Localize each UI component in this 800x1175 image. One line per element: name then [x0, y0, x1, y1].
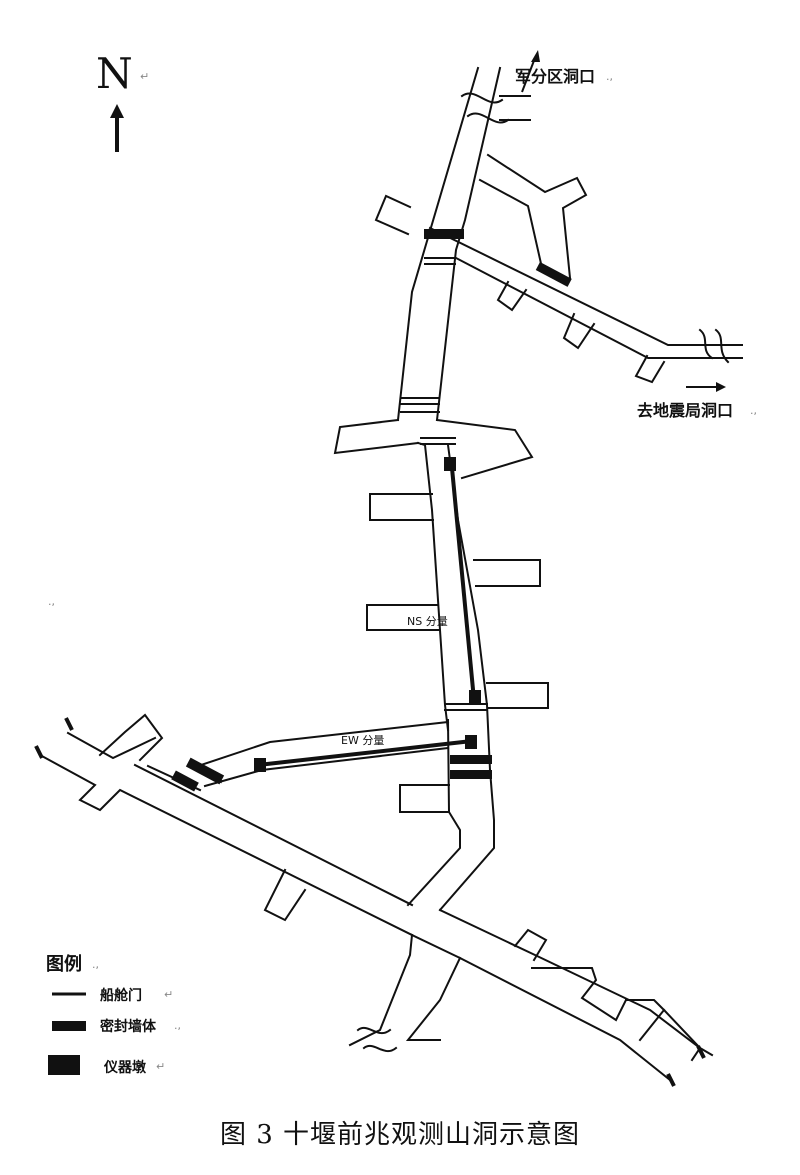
instrument-pier: [469, 690, 481, 704]
svg-text:.,: .,: [174, 1019, 181, 1032]
cross-left: [333, 418, 420, 455]
se-alcove-1: [513, 928, 548, 962]
instruments: [254, 457, 481, 772]
ew-tunnel-lower: [203, 746, 450, 788]
sealing-wall: [450, 770, 492, 779]
sealing-wall: [535, 262, 572, 287]
north-tunnel-right-wall: [435, 66, 502, 422]
svg-text:.,: .,: [48, 595, 55, 608]
ne-passage-upper: [428, 226, 743, 346]
sealing-walls: [171, 229, 572, 792]
se-alcove-3: [625, 999, 666, 1042]
sw-bottom-alcove: [263, 868, 307, 922]
ne-alcove-3: [634, 354, 666, 384]
ns-lower-right: [438, 768, 495, 912]
instrument-pier: [444, 457, 456, 471]
s-break-symbol: [356, 1027, 398, 1053]
ns-tunnel-left-wall: [416, 441, 450, 732]
sw-trunk-lower: [38, 753, 414, 937]
legend-pier-symbol: [48, 1055, 80, 1075]
sealing-wall: [171, 770, 199, 792]
svg-text:.,: .,: [750, 404, 757, 417]
svg-text:↵: ↵: [156, 1060, 165, 1073]
sw-trunk-upper: [66, 731, 414, 907]
north-arrow-head: [110, 104, 124, 118]
figure-caption: 图 3 十堰前兆观测山洞示意图: [219, 1120, 581, 1150]
ew-measure-line: [257, 739, 473, 767]
ns-west-alcove-1: [369, 493, 434, 521]
sealing-wall: [450, 755, 492, 764]
s-branch-right: [405, 956, 462, 1041]
legend-wall-symbol: [52, 1021, 86, 1031]
legend: 图例 ., 船舱门 ↵ 密封墙体 ., 仪器墩 ↵: [46, 953, 181, 1076]
ns-instrument-label: NS 分量: [407, 615, 448, 628]
cabin-door: [666, 1073, 676, 1087]
legend-item-pier: 仪器墩: [103, 1059, 147, 1076]
se-trunk-lower: [410, 933, 672, 1082]
north-tunnel-left-wall: [396, 66, 480, 422]
svg-text:↵: ↵: [164, 988, 173, 1001]
ns-measure-line: [450, 467, 476, 701]
instrument-pier: [254, 758, 266, 772]
sealing-wall: [185, 757, 225, 785]
instrument-pier: [465, 735, 477, 749]
sealing-wall: [424, 229, 464, 239]
cabin-door: [64, 717, 74, 731]
ne-break-symbol: [698, 328, 730, 364]
north-arrow: N ↵: [96, 49, 149, 152]
tunnel-network: [38, 66, 743, 1082]
ew-instrument-label: EW 分量: [341, 734, 384, 747]
svg-text:.,: .,: [92, 958, 99, 971]
north-label: N: [96, 49, 133, 98]
ne-passage-lower: [454, 256, 743, 359]
junfenqu-portal-label-group: 军分区洞口 .,: [515, 50, 613, 93]
ne-alcove-1: [496, 280, 528, 312]
ns-lower-left: [399, 718, 461, 907]
ew-tunnel-upper: [196, 720, 450, 768]
legend-item-door: 船舱门: [100, 987, 142, 1004]
s-branch-left: [348, 933, 414, 1047]
cabin-door: [696, 1045, 706, 1059]
cross-right: [435, 418, 534, 480]
junfenqu-portal-label: 军分区洞口: [515, 67, 595, 86]
nw-stub: [374, 194, 412, 236]
sw-top-stub: [98, 713, 164, 762]
legend-title: 图例: [46, 953, 82, 975]
se-trunk-upper: [438, 908, 714, 1057]
ns-east-alcove-1: [473, 559, 541, 587]
ns-west-alcove-2: [366, 604, 440, 631]
dizhenju-portal-label: 去地震局洞口: [637, 401, 733, 420]
legend-item-wall: 密封墙体: [99, 1018, 157, 1035]
ne-branch: [478, 153, 588, 280]
ns-east-alcove-2: [486, 682, 549, 709]
cabin-door: [34, 745, 44, 759]
ne-alcove-2: [562, 312, 596, 350]
north-break-symbol: [460, 92, 531, 124]
svg-text:.,: .,: [606, 70, 613, 83]
se-alcove-2: [531, 967, 628, 1022]
dizhenju-portal-label-group: 去地震局洞口 .,: [637, 382, 757, 420]
svg-text:↵: ↵: [140, 70, 149, 83]
cabin-doors: [34, 257, 706, 1087]
